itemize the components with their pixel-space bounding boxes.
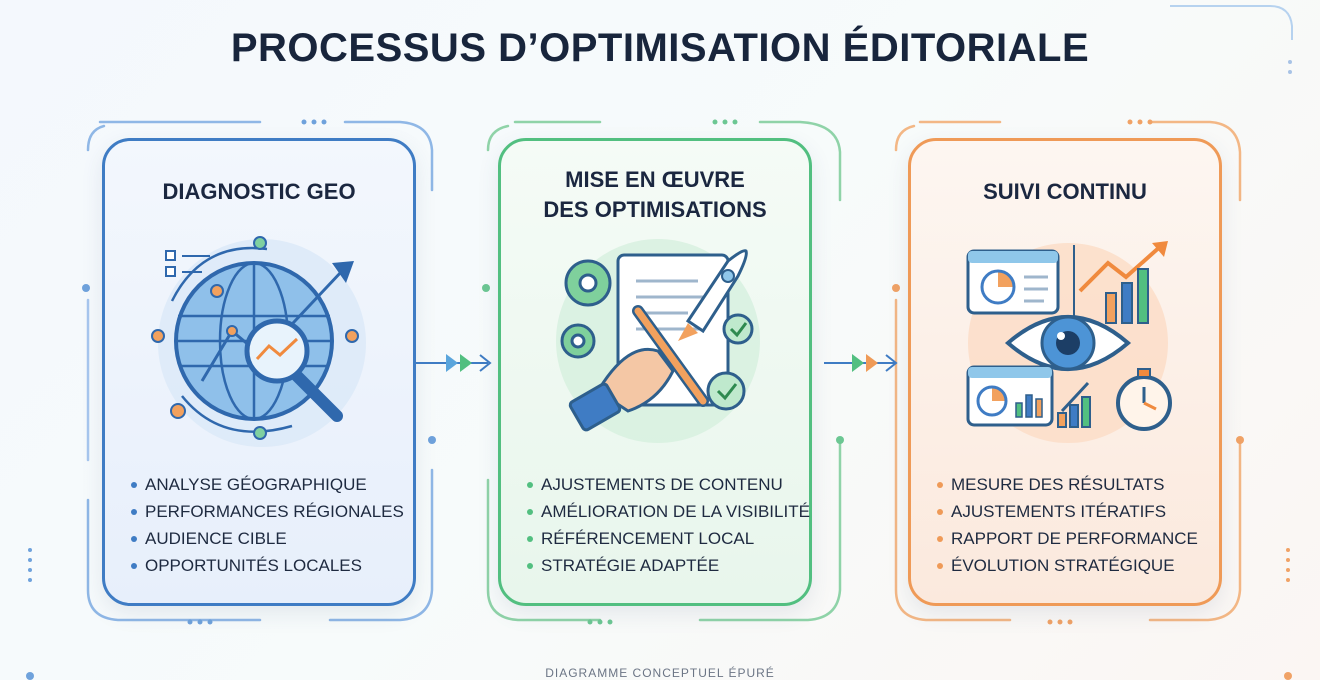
bullet-item: RÉFÉRENCEMENT LOCAL <box>525 525 810 552</box>
step-card-diagnostic: DIAGNOSTIC GEO ANALYSE GÉOGRA <box>102 138 416 606</box>
step-title: MISE EN ŒUVRE DES OPTIMISATIONS <box>501 165 809 225</box>
step-title-line: MISE EN ŒUVRE <box>565 167 745 192</box>
eye-dashboard-icon <box>966 241 1172 443</box>
bullet-item: AJUSTEMENTS ITÉRATIFS <box>935 498 1198 525</box>
globe-magnifier-icon <box>151 236 366 447</box>
step-title: DIAGNOSTIC GEO <box>162 179 356 204</box>
bullet-list: MESURE DES RÉSULTATS AJUSTEMENTS ITÉRATI… <box>935 471 1198 579</box>
bullet-item: AJUSTEMENTS DE CONTENU <box>525 471 810 498</box>
bullet-item: OPPORTUNITÉS LOCALES <box>129 552 404 579</box>
page-title: PROCESSUS D’OPTIMISATION ÉDITORIALE <box>230 26 1090 70</box>
step-card-monitoring: SUIVI CONTINU <box>908 138 1222 606</box>
bullet-item: ANALYSE GÉOGRAPHIQUE <box>129 471 404 498</box>
footer-caption: DIAGRAMME CONCEPTUEL ÉPURÉ <box>545 666 775 680</box>
bullet-item: ÉVOLUTION STRATÉGIQUE <box>935 552 1198 579</box>
bullet-item: AUDIENCE CIBLE <box>129 525 404 552</box>
chevron-arrow-icon <box>416 354 492 372</box>
bullet-item: RAPPORT DE PERFORMANCE <box>935 525 1198 552</box>
bullet-item: AMÉLIORATION DE LA VISIBILITÉ <box>525 498 810 525</box>
bullet-item: STRATÉGIE ADAPTÉE <box>525 552 810 579</box>
document-pen-rocket-icon <box>556 239 760 443</box>
chevron-arrow-icon <box>824 354 898 372</box>
bullet-item: MESURE DES RÉSULTATS <box>935 471 1198 498</box>
step-title: SUIVI CONTINU <box>983 179 1147 204</box>
step-title-line: DES OPTIMISATIONS <box>543 197 767 222</box>
bullet-list: AJUSTEMENTS DE CONTENU AMÉLIORATION DE L… <box>525 471 810 579</box>
bullet-item: PERFORMANCES RÉGIONALES <box>129 498 404 525</box>
step-card-implementation: MISE EN ŒUVRE DES OPTIMISATIONS AJUSTEME… <box>498 138 812 606</box>
bullet-list: ANALYSE GÉOGRAPHIQUE PERFORMANCES RÉGION… <box>129 471 404 579</box>
